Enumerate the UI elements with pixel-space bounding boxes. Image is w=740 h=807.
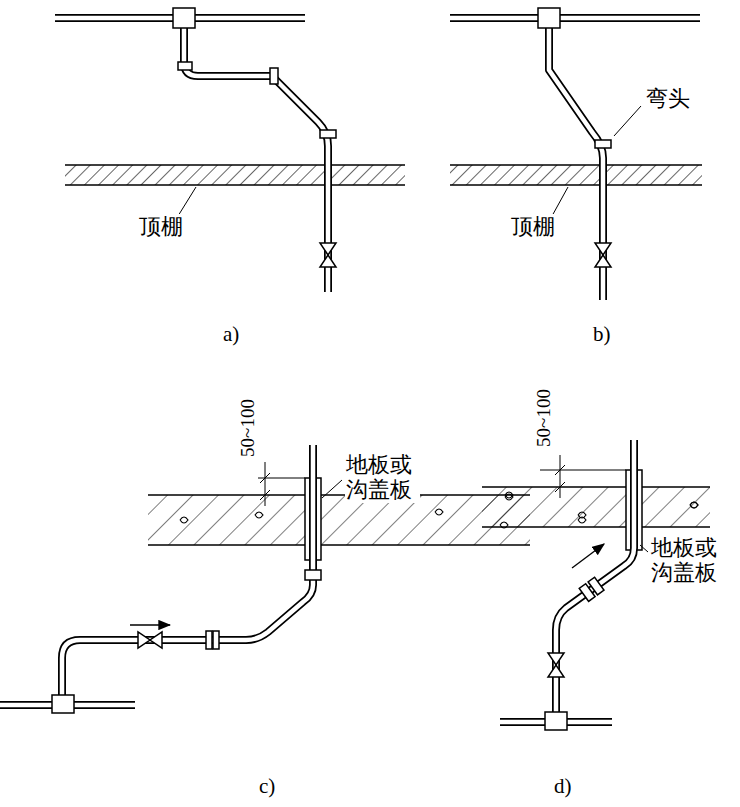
- part-label: 顶棚: [510, 214, 556, 239]
- figure-caption: d): [553, 774, 573, 798]
- dimension-label: 50~100: [533, 388, 555, 448]
- figure-caption: c): [258, 774, 276, 798]
- dimension-label: 50~100: [237, 398, 259, 458]
- figure-caption: a): [222, 322, 240, 346]
- part-label: 弯头: [645, 86, 691, 111]
- part-label: 地板或 沟盖板: [650, 535, 725, 586]
- part-label: 地板或 沟盖板: [345, 452, 420, 503]
- figure-caption: b): [592, 322, 612, 346]
- part-label: 顶棚: [138, 214, 184, 239]
